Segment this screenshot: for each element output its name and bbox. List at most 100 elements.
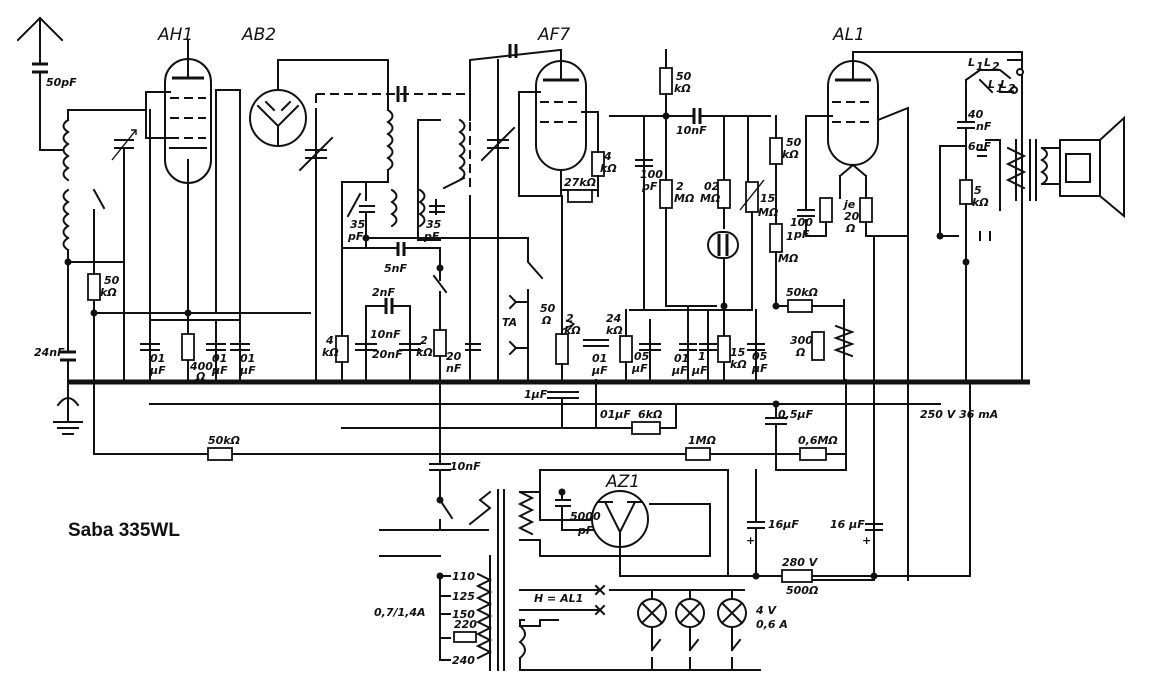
svg-text:50kΩ: 50kΩ <box>786 286 818 299</box>
svg-text:50: 50 <box>786 136 802 149</box>
svg-text:kΩ: kΩ <box>730 358 747 371</box>
svg-text:50pF: 50pF <box>46 76 77 89</box>
svg-text:4: 4 <box>325 334 334 347</box>
svg-text:kΩ: kΩ <box>564 324 581 337</box>
svg-text:μF: μF <box>591 364 608 377</box>
svg-text:1: 1 <box>786 230 794 243</box>
if-coil-4 <box>418 188 426 228</box>
model-label: Saba 335WL <box>68 520 180 541</box>
svg-text:1: 1 <box>698 350 706 363</box>
tube-label-al1: AL1 <box>832 25 865 45</box>
svg-text:110: 110 <box>452 570 475 583</box>
svg-text:kΩ: kΩ <box>416 346 433 359</box>
svg-text:je: je <box>842 198 856 211</box>
svg-text:μF: μF <box>149 364 166 377</box>
svg-text:pF: pF <box>423 230 440 243</box>
svg-text:50: 50 <box>540 302 556 315</box>
svg-text:2: 2 <box>1008 82 1016 95</box>
svg-text:01: 01 <box>212 352 227 365</box>
tube-label-af7: AF7 <box>537 25 570 45</box>
svg-text:1: 1 <box>996 82 1004 95</box>
svg-text:kΩ: kΩ <box>600 162 617 175</box>
svg-text:pF: pF <box>347 230 364 243</box>
svg-text:μF: μF <box>239 364 256 377</box>
svg-text:L: L <box>968 56 975 69</box>
svg-text:1MΩ: 1MΩ <box>688 434 716 447</box>
svg-text:35: 35 <box>350 218 366 231</box>
svg-text:L: L <box>984 56 991 69</box>
svg-text:L: L <box>1000 78 1007 91</box>
tube-label-az1: AZ1 <box>605 472 640 492</box>
svg-text:15: 15 <box>730 346 746 359</box>
svg-text:H = AL1: H = AL1 <box>534 592 583 605</box>
antenna-symbol <box>16 16 64 65</box>
svg-text:10nF: 10nF <box>450 460 481 473</box>
svg-text:kΩ: kΩ <box>322 346 339 359</box>
svg-text:01: 01 <box>674 352 689 365</box>
resistor-50k-bottom <box>207 447 233 461</box>
interstage-wiring <box>298 44 562 383</box>
svg-text:Ω: Ω <box>541 314 551 327</box>
svg-text:100: 100 <box>640 168 663 181</box>
tube-label-ab2: AB2 <box>241 25 276 45</box>
tube-ab2 <box>249 59 389 147</box>
svg-text:10nF: 10nF <box>370 328 401 341</box>
svg-text:μF: μF <box>691 364 708 377</box>
svg-text:μF: μF <box>671 364 688 377</box>
speaker-icon <box>1059 115 1125 219</box>
svg-text:kΩ: kΩ <box>972 196 989 209</box>
tube-label-ah1: AH1 <box>157 25 193 45</box>
svg-text:1μF: 1μF <box>524 388 548 401</box>
svg-text:15: 15 <box>760 192 776 205</box>
antenna-coil <box>62 118 70 252</box>
svg-text:20: 20 <box>446 350 462 363</box>
svg-text:05: 05 <box>634 350 650 363</box>
tube-al1 <box>827 51 879 178</box>
svg-text:100: 100 <box>790 216 813 229</box>
tube-af7 <box>518 49 599 197</box>
svg-text:μF: μF <box>751 362 768 375</box>
svg-text:0,6 A: 0,6 A <box>756 618 788 631</box>
svg-text:μF: μF <box>631 362 648 375</box>
svg-text:2: 2 <box>676 180 684 193</box>
svg-text:pF: pF <box>793 228 810 241</box>
svg-text:300: 300 <box>790 334 813 347</box>
svg-text:μF: μF <box>211 364 228 377</box>
text-labels: AH1 AB2 AF7 AL1 AZ1 Saba 335WL 50pF 50 k… <box>34 25 1016 667</box>
svg-text:5nF: 5nF <box>384 262 407 275</box>
svg-text:05: 05 <box>752 350 768 363</box>
antenna-input-stage <box>16 16 145 435</box>
svg-text:L: L <box>988 78 995 91</box>
if-coil-2 <box>390 188 398 228</box>
svg-text:220: 220 <box>454 618 477 631</box>
tube-ah1 <box>145 39 212 321</box>
svg-text:24: 24 <box>606 312 621 325</box>
svg-text:MΩ: MΩ <box>758 206 778 219</box>
svg-text:5000: 5000 <box>570 510 601 523</box>
svg-text:50: 50 <box>676 70 692 83</box>
svg-text:250 V 36 mA: 250 V 36 mA <box>920 408 998 421</box>
svg-text:400: 400 <box>189 360 213 373</box>
svg-text:MΩ: MΩ <box>778 252 798 265</box>
svg-text:01: 01 <box>150 352 165 365</box>
svg-text:kΩ: kΩ <box>606 324 623 337</box>
svg-text:2: 2 <box>566 312 574 325</box>
junction-dots <box>64 112 970 580</box>
svg-text:pF: pF <box>641 180 658 193</box>
svg-text:2nF: 2nF <box>372 286 395 299</box>
svg-text:16μF: 16μF <box>768 518 799 531</box>
svg-text:MΩ: MΩ <box>674 192 694 205</box>
power-transformer-primary <box>468 490 493 671</box>
svg-text:02: 02 <box>704 180 720 193</box>
svg-text:01: 01 <box>240 352 255 365</box>
svg-text:MΩ: MΩ <box>700 192 720 205</box>
components <box>93 49 1125 581</box>
power-supply <box>379 381 971 671</box>
svg-text:Ω: Ω <box>195 370 205 383</box>
ground-bus <box>68 312 1030 471</box>
svg-text:+: + <box>862 534 871 547</box>
svg-text:0,6MΩ: 0,6MΩ <box>798 434 838 447</box>
svg-text:kΩ: kΩ <box>782 148 799 161</box>
svg-text:27kΩ: 27kΩ <box>564 176 596 189</box>
